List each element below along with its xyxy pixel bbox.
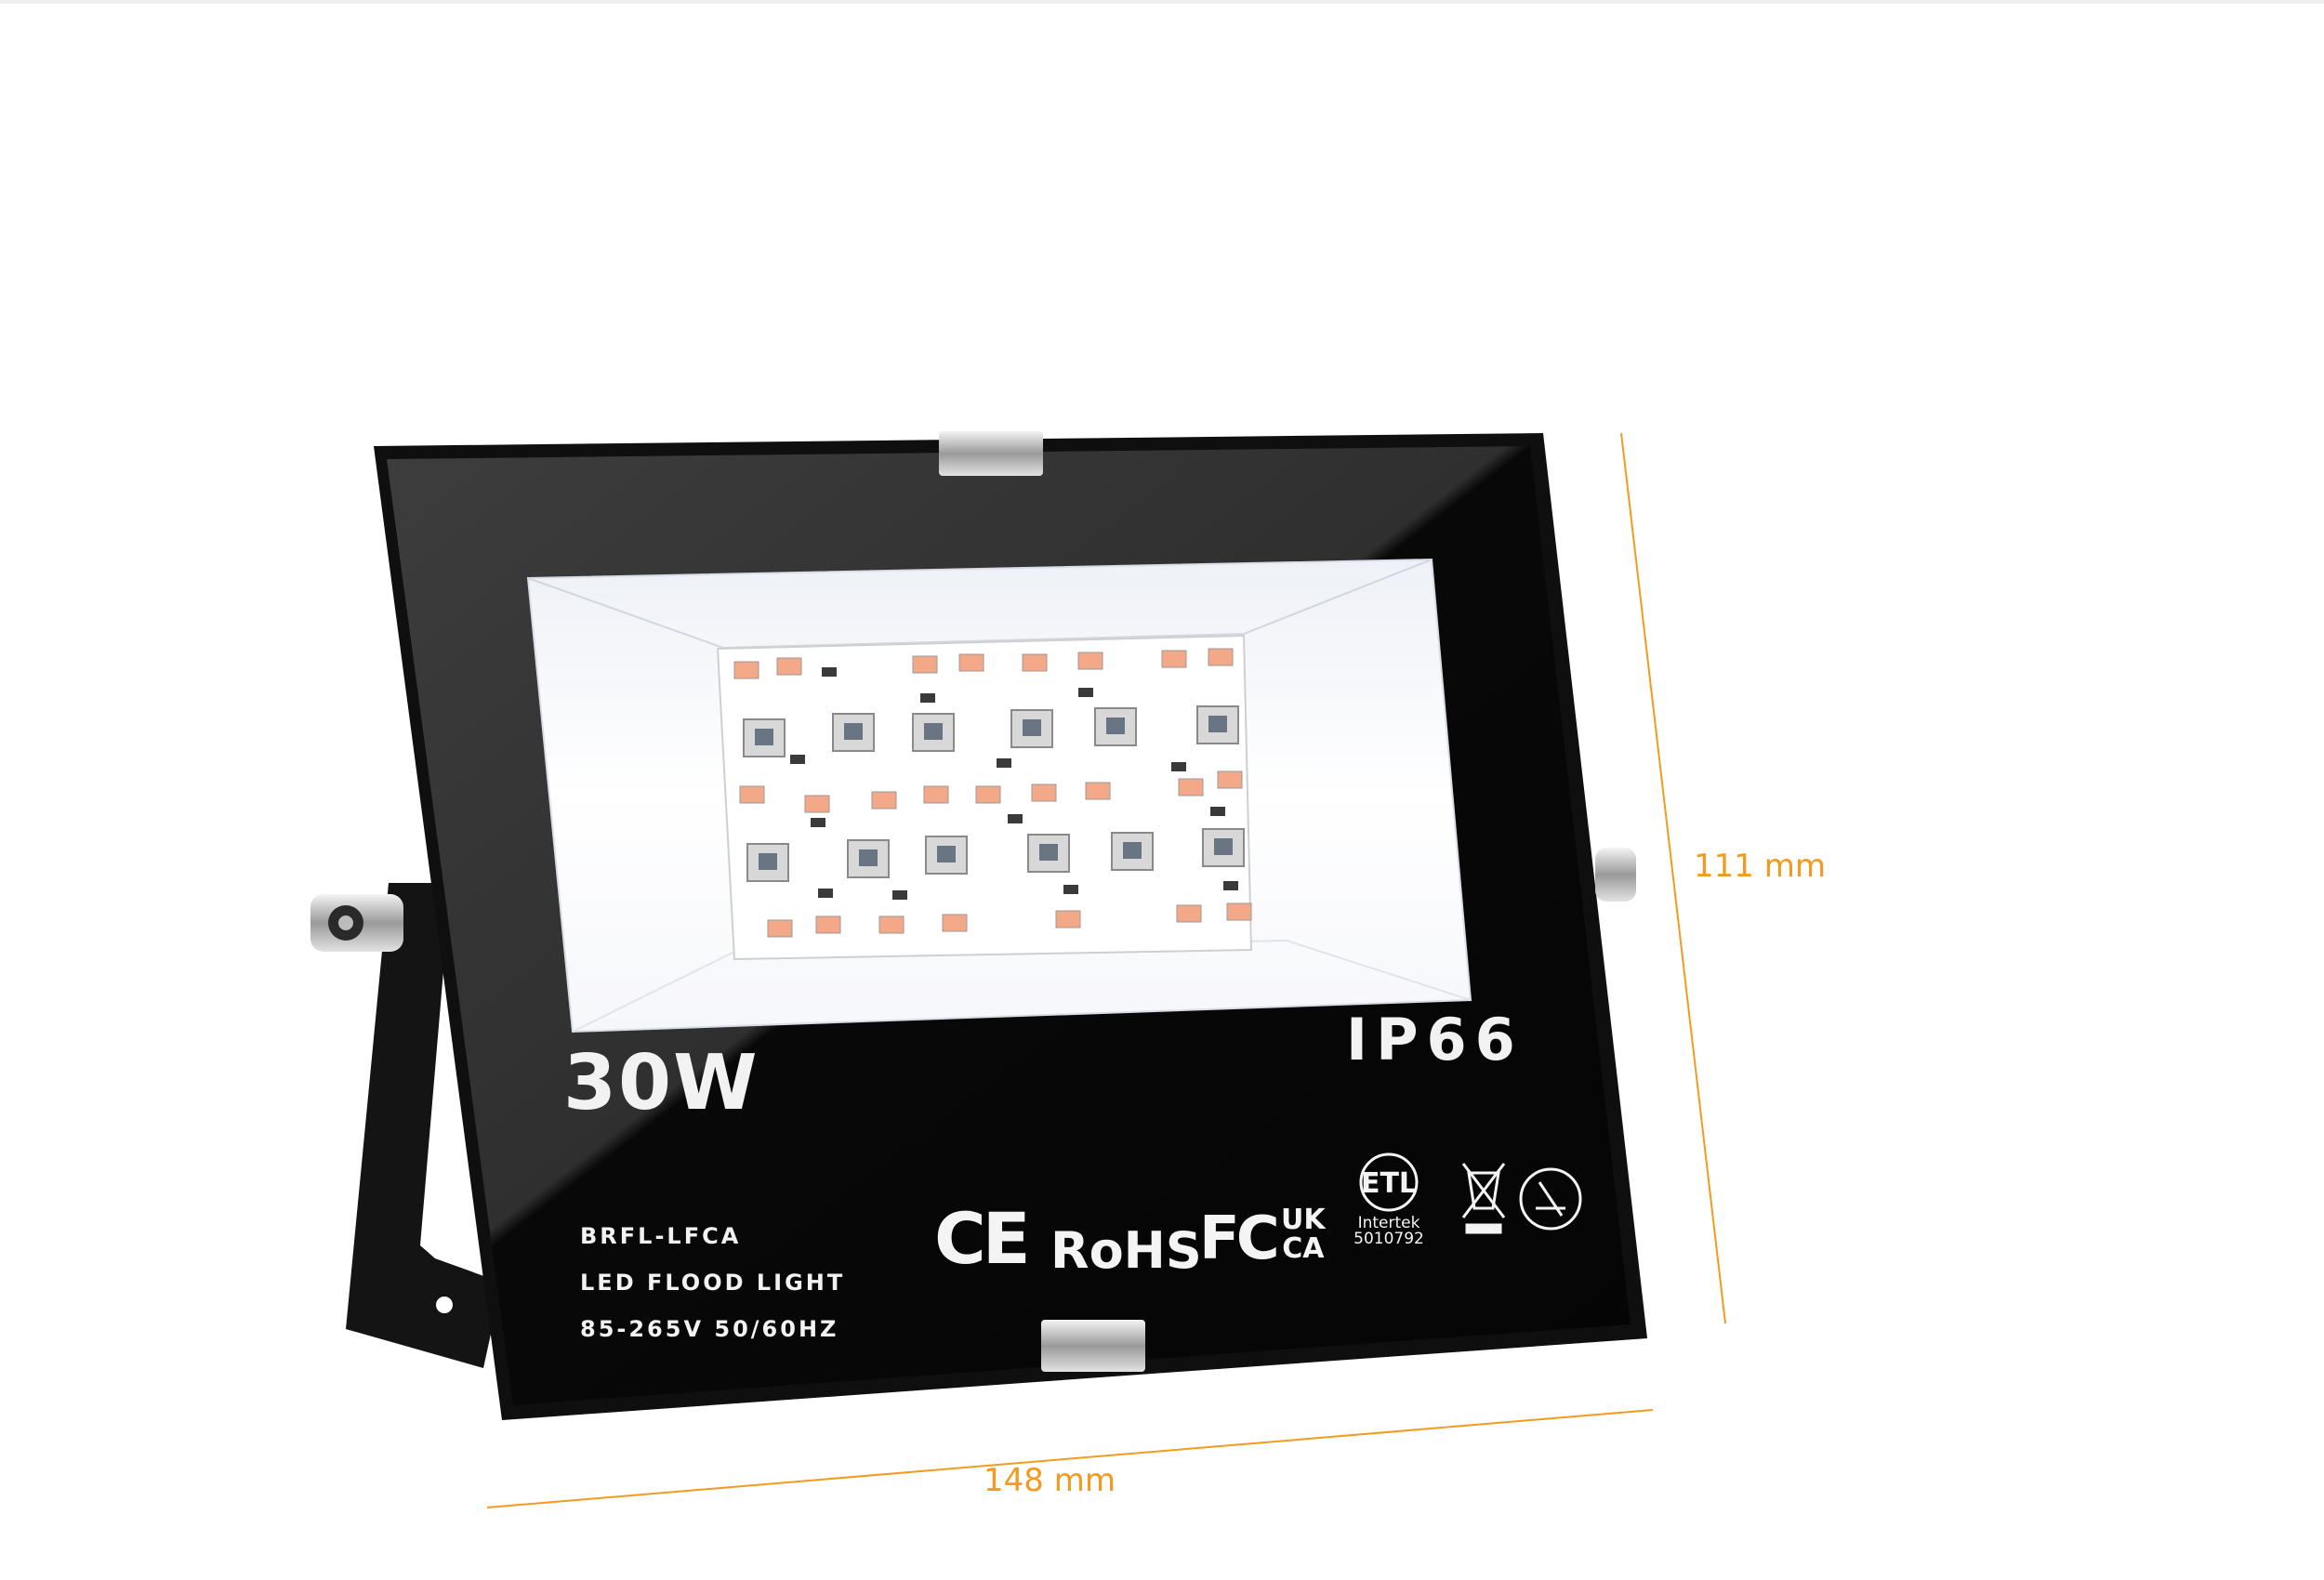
resistors (790, 667, 1238, 900)
knob-bolt-head (338, 915, 353, 930)
right-knob (1595, 848, 1636, 902)
rohs-mark: RoHS (1050, 1221, 1202, 1280)
ukca-top: UK (1281, 1204, 1326, 1236)
wattage-label: 30W (563, 1039, 759, 1127)
ce-mark: CE (934, 1197, 1031, 1280)
rgb-chip-cores (755, 716, 1233, 870)
top-clip (939, 431, 1043, 476)
width-dimension-line (486, 1409, 1654, 1508)
led-row-1 (733, 648, 1234, 679)
width-dimension: 148 mm (984, 1462, 1116, 1499)
fc-mark: FC (1199, 1205, 1280, 1273)
led-row-3 (767, 902, 1252, 938)
ukca-bottom: CA (1282, 1232, 1325, 1265)
etl-lab: Intertek (1357, 1214, 1420, 1232)
svg-text:ETL: ETL (1361, 1167, 1417, 1200)
bracket-hole (436, 1297, 453, 1313)
spec-lines: BRFL-LFCA LED FLOOD LIGHT 85-265V 50/60H… (580, 1213, 845, 1352)
bottom-clip (1041, 1320, 1145, 1372)
height-dimension-line (1620, 432, 1726, 1324)
etl-listed-icon: ETL (1359, 1152, 1419, 1212)
weee-bin-icon (1461, 1163, 1506, 1234)
ip-rating-label: IP66 (1346, 1006, 1524, 1073)
mounting-bracket (346, 883, 502, 1368)
voltage-rating: 85-265V 50/60HZ (580, 1316, 839, 1342)
ukca-mark: UK CA (1281, 1205, 1326, 1263)
product-type: LED FLOOD LIGHT (580, 1270, 846, 1296)
recycle-icon (1519, 1167, 1582, 1231)
led-row-2 (739, 770, 1243, 813)
etl-number: 5010792 (1353, 1230, 1424, 1248)
model-number: BRFL-LFCA (580, 1223, 742, 1249)
top-border (0, 0, 2324, 4)
height-dimension: 111 mm (1694, 848, 1826, 885)
etl-caption: Intertek 5010792 (1350, 1151, 1428, 1247)
rgb-chips (743, 705, 1245, 882)
